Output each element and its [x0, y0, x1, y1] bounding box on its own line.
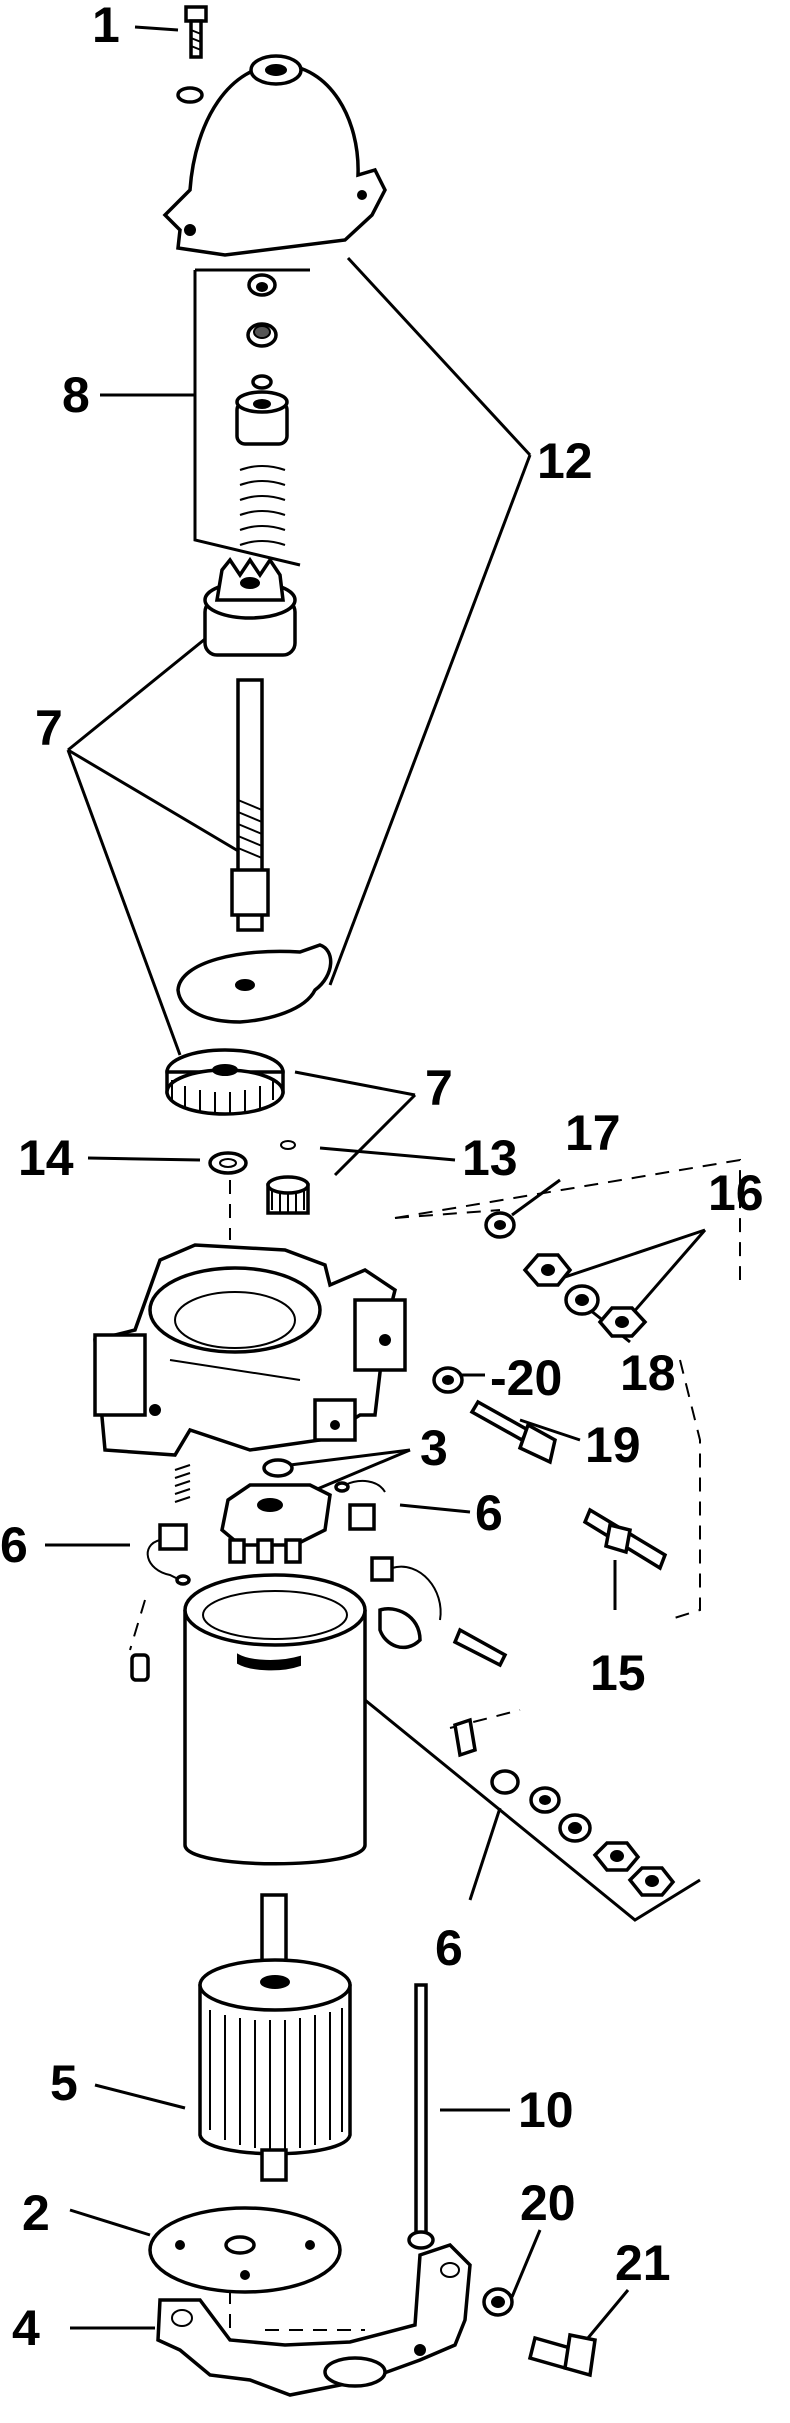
bolt-part-19 [469, 1399, 557, 1465]
hardware-nuts-16-17-18 [484, 1211, 648, 1338]
brush-right-part-6 [334, 1479, 386, 1531]
brush-holder-part-3 [174, 1458, 332, 1564]
callout-6-right: 6 [475, 1485, 503, 1541]
washer-part-20-bottom [482, 2287, 514, 2317]
callout-20-upper: -20 [490, 1350, 562, 1406]
brush-left-part-6 [146, 1523, 191, 1586]
screw-small [130, 1653, 150, 1682]
small-gear-part-7 [266, 1175, 310, 1215]
callout-5: 5 [50, 2055, 78, 2111]
screw-part-1 [176, 5, 208, 104]
mounting-bracket-part-4 [156, 2242, 472, 2397]
nose-plate [176, 943, 333, 1024]
washer-part-20 [432, 1366, 464, 1394]
callout-labels: 1 8 12 7 7 14 13 17 16 18 -20 19 3 6 6 1… [0, 0, 764, 2356]
callout-17: 17 [565, 1105, 621, 1161]
callout-20-lower: 20 [520, 2175, 576, 2231]
callout-6-bottom: 6 [435, 1920, 463, 1976]
pinion-drive-part-7 [203, 556, 297, 932]
ring-part-13 [280, 1140, 296, 1150]
callout-7-lower: 7 [425, 1060, 453, 1116]
callout-21: 21 [615, 2235, 671, 2291]
washer-part-14 [208, 1151, 248, 1175]
terminal-stud-part-15 [582, 1507, 668, 1571]
callout-13: 13 [462, 1130, 518, 1186]
callout-1: 1 [92, 0, 120, 53]
through-bolt-part-10 [407, 1983, 435, 2250]
callout-3: 3 [420, 1420, 448, 1476]
field-housing-cylinder [183, 1573, 367, 1866]
callout-14: 14 [18, 1130, 74, 1186]
callout-6-left: 6 [0, 1517, 28, 1573]
end-plate-part-2 [148, 2206, 342, 2294]
callout-4: 4 [12, 2300, 40, 2356]
parts-kit-8 [235, 273, 289, 546]
callout-18: 18 [620, 1345, 676, 1401]
callout-15: 15 [590, 1645, 646, 1701]
leader-lines [45, 25, 707, 2339]
frame-housing [93, 1243, 407, 1457]
callout-10: 10 [518, 2082, 574, 2138]
callout-7-upper: 7 [35, 700, 63, 756]
callout-16: 16 [708, 1165, 764, 1221]
bolt-part-21 [527, 2332, 597, 2378]
drive-gear-part-7 [165, 1048, 285, 1116]
callout-8: 8 [62, 367, 90, 423]
callout-19: 19 [585, 1417, 641, 1473]
callout-12: 12 [537, 433, 593, 489]
nose-housing-part-12 [162, 54, 387, 257]
callout-2: 2 [22, 2185, 50, 2241]
armature-part-5 [198, 1893, 352, 2182]
terminal-kit-part-6 [370, 1556, 676, 1897]
